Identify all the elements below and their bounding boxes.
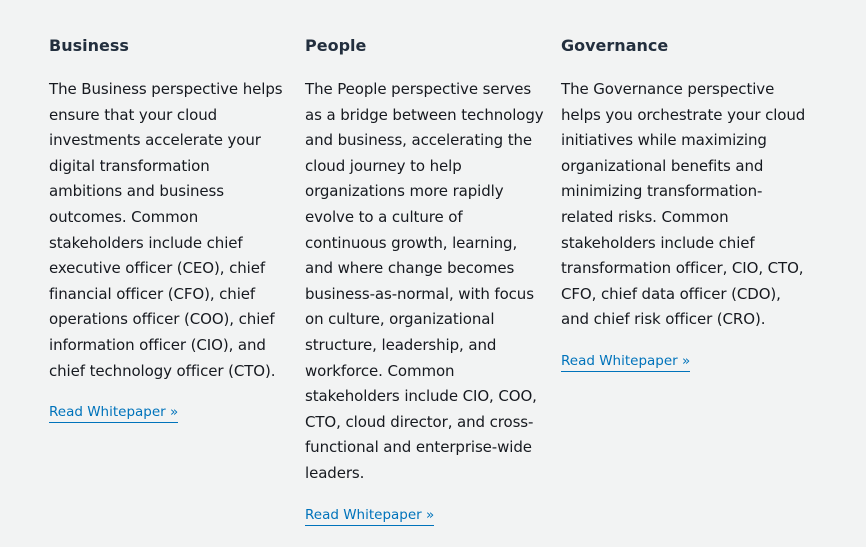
governance-heading: Governance — [561, 36, 669, 55]
people-column: People The People perspective serves as … — [305, 35, 545, 526]
governance-description: The Governance perspective helps you orc… — [561, 80, 806, 329]
business-heading: Business — [49, 36, 129, 55]
governance-read-whitepaper-link[interactable]: Read Whitepaper » — [561, 352, 691, 372]
business-column: Business The Business perspective helps … — [49, 35, 285, 424]
people-heading: People — [305, 36, 367, 55]
governance-column: Governance The Governance perspective he… — [561, 35, 806, 372]
business-description: The Business perspective helps ensure th… — [49, 80, 283, 380]
business-read-whitepaper-link[interactable]: Read Whitepaper » — [49, 403, 179, 424]
people-read-whitepaper-link[interactable]: Read Whitepaper » — [305, 506, 435, 526]
people-description: The People perspective serves as a bridg… — [305, 80, 544, 482]
